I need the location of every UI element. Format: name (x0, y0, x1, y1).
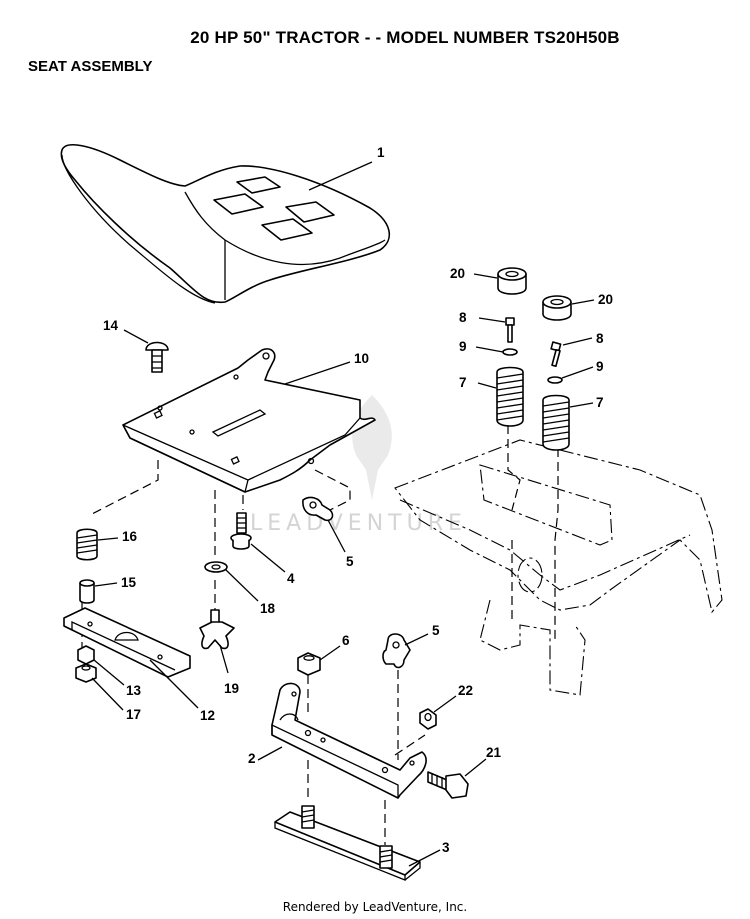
seat-part-1: 1 (60, 144, 391, 304)
bumper-part-20-right: 20 (542, 292, 613, 321)
spacer-part-15: 15 (79, 575, 137, 604)
callout-18: 18 (260, 601, 276, 616)
footer-credit: Rendered by LeadVenture, Inc. (282, 900, 468, 914)
clip-part-5-upper: 5 (302, 496, 354, 569)
seat-plate-part-10: 10 (122, 348, 376, 493)
callout-9-left: 9 (459, 339, 467, 354)
bolt-spring-stack-left: 8 9 7 (459, 310, 524, 427)
callout-4: 4 (287, 571, 295, 586)
callout-15: 15 (121, 575, 137, 590)
callout-16: 16 (122, 529, 138, 544)
callout-5-upper: 5 (346, 554, 354, 569)
callout-1: 1 (377, 145, 385, 160)
callout-19: 19 (224, 681, 239, 696)
bolt-part-21: 21 (427, 745, 502, 799)
tractor-frame (394, 439, 723, 696)
callout-14: 14 (103, 318, 119, 333)
callout-12: 12 (200, 708, 215, 723)
callout-5-lower: 5 (432, 623, 440, 638)
callout-20-right: 20 (598, 292, 613, 307)
nut-part-13: 13 (77, 645, 142, 698)
carriage-bolt-part-14: 14 (103, 318, 169, 373)
page-title: 20 HP 50" TRACTOR - - MODEL NUMBER TS20H… (190, 28, 620, 47)
nut-part-6: 6 (297, 633, 350, 676)
section-title: SEAT ASSEMBLY (28, 58, 153, 75)
callout-17: 17 (126, 707, 141, 722)
assembly-guides (81, 425, 559, 845)
callout-9-right: 9 (596, 359, 604, 374)
bolt-spring-stack-right: 8 9 7 (542, 331, 604, 451)
base-plate-part-3: 3 (274, 805, 450, 881)
bracket-part-12: 12 (63, 607, 215, 723)
callout-8-right: 8 (596, 331, 604, 346)
mounting-bracket-part-2: 2 (248, 682, 427, 799)
callout-10: 10 (354, 351, 369, 366)
callout-7-left: 7 (459, 375, 467, 390)
callout-8-left: 8 (459, 310, 467, 325)
callout-3: 3 (442, 840, 450, 855)
bolt-part-4: 4 (230, 512, 295, 586)
spring-part-16: 16 (76, 528, 138, 561)
callout-22: 22 (458, 683, 473, 698)
callout-21: 21 (486, 745, 502, 760)
knob-part-19: 19 (199, 609, 239, 696)
callout-6: 6 (342, 633, 350, 648)
bumper-part-20-left: 20 (450, 266, 527, 295)
locknut-part-17: 17 (75, 663, 141, 722)
callout-2: 2 (248, 751, 256, 766)
callout-20-left: 20 (450, 266, 465, 281)
callout-7-right: 7 (596, 395, 604, 410)
callout-13: 13 (126, 683, 142, 698)
nut-part-22: 22 (419, 683, 473, 730)
clip-part-5-lower: 5 (382, 623, 440, 669)
washer-part-18: 18 (204, 561, 276, 616)
